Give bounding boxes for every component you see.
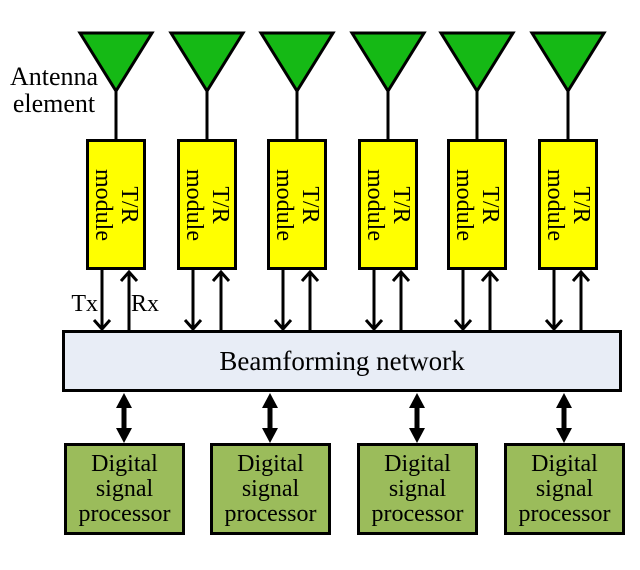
digital-signal-processor-2: Digital signal processor <box>210 443 331 535</box>
tr-module-3-label: T/R module <box>271 168 323 241</box>
antenna-element-6 <box>529 31 607 94</box>
tr-module-6-label: T/R module <box>542 168 594 241</box>
antenna-element-4 <box>349 31 427 94</box>
beamforming-network-box: Beamforming network <box>62 330 622 392</box>
tx-arrow-5 <box>453 270 473 332</box>
digital-signal-processor-4-label: Digital signal processor <box>518 450 611 527</box>
dsp-link-arrow-1 <box>116 393 132 443</box>
tr-module-1-label: T/R module <box>90 168 142 241</box>
tr-module-5-label: T/R module <box>451 168 503 241</box>
digital-signal-processor-3: Digital signal processor <box>357 443 478 535</box>
tx-label: Tx <box>71 291 98 317</box>
tx-arrow-3 <box>273 270 293 332</box>
rx-label: Rx <box>131 291 160 317</box>
tx-arrow-2 <box>183 270 203 332</box>
tr-module-2-label: T/R module <box>181 168 233 241</box>
rx-arrow-5 <box>480 269 500 330</box>
antenna-element-label: Antenna element <box>9 62 99 118</box>
antenna-element-3 <box>258 31 336 94</box>
tr-module-2: T/R module <box>177 139 237 270</box>
tx-arrow-1 <box>92 270 112 332</box>
tx-arrow-4 <box>364 270 384 332</box>
digital-signal-processor-1: Digital signal processor <box>64 443 185 535</box>
digital-signal-processor-2-label: Digital signal processor <box>224 450 317 527</box>
dsp-link-arrow-3 <box>409 393 425 443</box>
tr-module-6: T/R module <box>538 139 598 270</box>
rx-arrow-1 <box>119 269 139 330</box>
tr-module-1: T/R module <box>86 139 146 270</box>
tr-module-4-label: T/R module <box>362 168 414 241</box>
antenna-element-2 <box>168 31 246 94</box>
antenna-element-1 <box>77 31 155 94</box>
antenna-element-5 <box>438 31 516 94</box>
digital-signal-processor-4: Digital signal processor <box>504 443 625 535</box>
tx-arrow-6 <box>544 270 564 332</box>
dsp-link-arrow-4 <box>556 393 572 443</box>
digital-signal-processor-3-label: Digital signal processor <box>371 450 464 527</box>
digital-signal-processor-1-label: Digital signal processor <box>78 450 171 527</box>
beamforming-network-label: Beamforming network <box>219 345 465 376</box>
rx-arrow-6 <box>571 269 591 330</box>
rx-arrow-3 <box>300 269 320 330</box>
tr-module-4: T/R module <box>358 139 418 270</box>
tr-module-3: T/R module <box>267 139 327 270</box>
rx-arrow-2 <box>211 269 231 330</box>
rx-arrow-4 <box>391 269 411 330</box>
dsp-link-arrow-2 <box>262 393 278 443</box>
tr-module-5: T/R module <box>447 139 507 270</box>
